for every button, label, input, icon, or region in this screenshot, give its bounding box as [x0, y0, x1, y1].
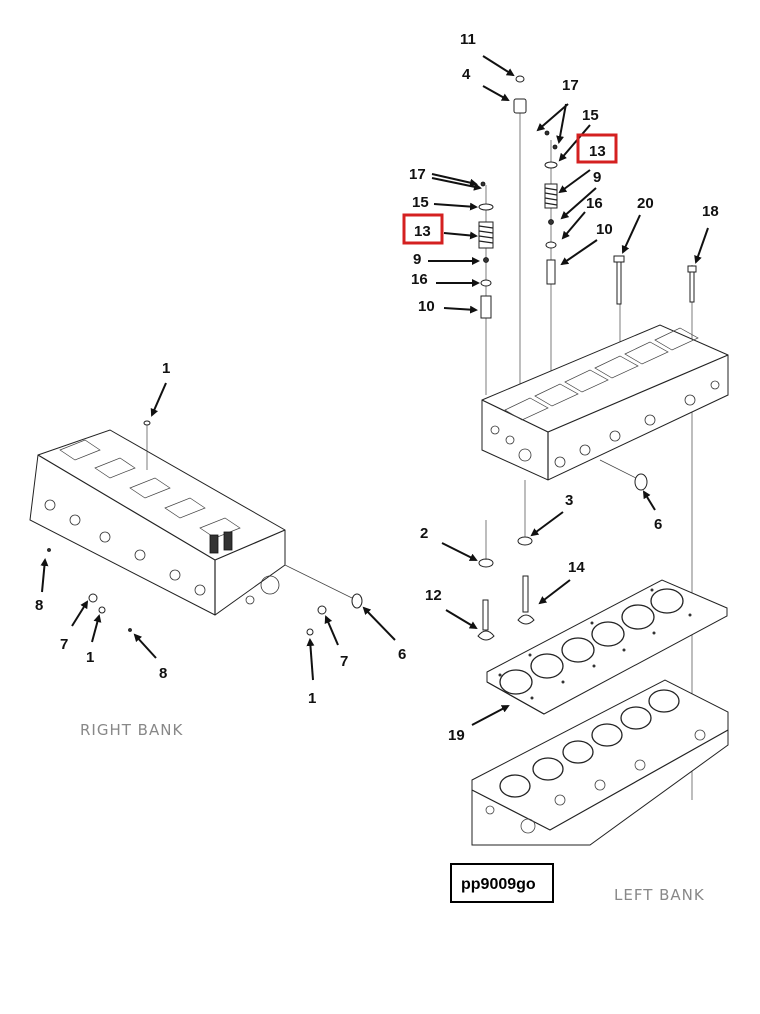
callout-10: 10 [418, 298, 435, 315]
part-8-pin [128, 628, 132, 632]
callout-14: 14 [568, 559, 585, 576]
callout-8: 8 [159, 665, 167, 682]
part-18-bolt [687, 265, 697, 303]
left-bank-label: LEFT BANK [614, 886, 705, 904]
highlight-box [402, 213, 444, 245]
valve-spring-left [478, 221, 494, 249]
part-11-cap [515, 75, 525, 83]
reference-box: pp9009go [450, 863, 554, 903]
callout-2: 2 [420, 525, 428, 542]
engine-block [471, 679, 729, 846]
part-6-o-ring [634, 473, 648, 491]
right-bank-cylinder-head [29, 429, 286, 616]
callout-15: 15 [412, 194, 429, 211]
part-1-plug-right [306, 628, 314, 636]
callout-1: 1 [308, 690, 316, 707]
callout-3: 3 [565, 492, 573, 509]
callout-11: 11 [460, 31, 476, 48]
part-20-bolt [613, 255, 625, 305]
callout-17: 17 [409, 166, 426, 183]
callout-13-highlighted: 13 [589, 143, 606, 160]
callout-7: 7 [340, 653, 348, 670]
callout-19: 19 [448, 727, 465, 744]
callout-arrows [40, 55, 709, 726]
callout-9: 9 [413, 251, 421, 268]
callout-1: 1 [86, 649, 94, 666]
callout-16: 16 [411, 271, 428, 288]
callout-9: 9 [593, 169, 601, 186]
callout-18: 18 [702, 203, 719, 220]
reference-code: pp9009go [461, 876, 536, 893]
part-2-seal [478, 558, 494, 568]
left-bank-cylinder-head [481, 324, 729, 481]
part-19-head-gasket [486, 579, 728, 715]
callout-10: 10 [596, 221, 613, 238]
callout-6: 6 [398, 646, 406, 663]
highlight-box [576, 133, 618, 164]
callout-20: 20 [637, 195, 654, 212]
callout-4: 4 [462, 66, 471, 83]
part-1-plug-left [98, 606, 106, 614]
right-bank-label: RIGHT BANK [80, 721, 183, 739]
valve-springs-installed [209, 531, 233, 554]
part-12-valve [477, 599, 495, 641]
part-3-seal [517, 536, 533, 546]
callout-12: 12 [425, 587, 442, 604]
valve-spring-right [544, 183, 558, 209]
part-7-plug-left [88, 593, 98, 603]
callout-15: 15 [582, 107, 599, 124]
callout-8: 8 [35, 597, 43, 614]
callout-17: 17 [562, 77, 579, 94]
callout-16: 16 [586, 195, 603, 212]
part-4-bridge [513, 98, 527, 114]
valve-train-stack [478, 75, 697, 800]
callout-6: 6 [654, 516, 662, 533]
callout-7: 7 [60, 636, 68, 653]
callout-1: 1 [162, 360, 170, 377]
part-1-plug-top [143, 420, 151, 426]
part-14-valve [517, 575, 535, 625]
part-7-plug-right [317, 605, 327, 615]
callout-13-highlighted: 13 [414, 223, 431, 240]
part-6-o-ring-left [351, 593, 363, 609]
callout-numbers: 11 4 17 15 13 9 16 10 20 18 17 15 13 9 1… [35, 31, 719, 744]
